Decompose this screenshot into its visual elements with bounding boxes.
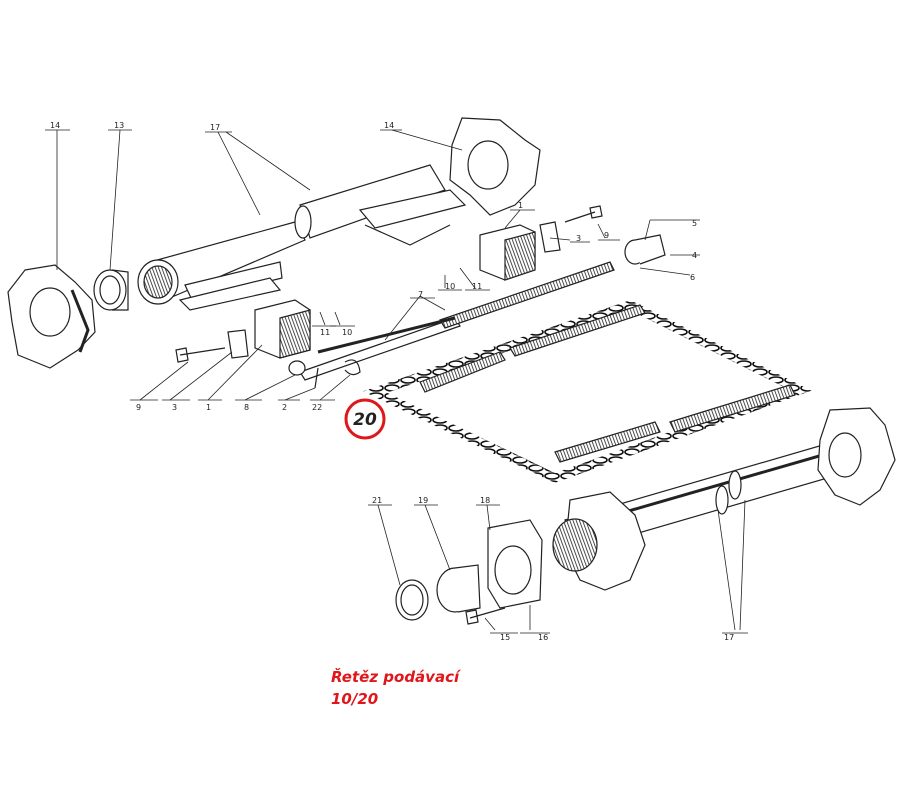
label-10a: 10: [445, 282, 455, 291]
bearing-ring-13: [93, 269, 129, 311]
label-3a: 3: [576, 234, 581, 243]
label-9b: 9: [136, 403, 141, 412]
label-7: 7: [418, 290, 423, 299]
star-wheel-lower-right: [817, 407, 896, 506]
label-19: 19: [418, 496, 428, 505]
seal-ring-21: [395, 579, 429, 621]
threaded-rod-7: [299, 261, 615, 381]
bolt-9-lower: [175, 347, 226, 363]
highlight-number: 20: [353, 410, 377, 430]
label-2: 2: [282, 403, 287, 412]
caption-title: Řetěz podávací: [331, 668, 460, 686]
nut-8: [288, 360, 306, 376]
label-18: 18: [480, 496, 490, 505]
label-15: 15: [500, 633, 510, 642]
label-17a: 17: [210, 123, 220, 132]
highlight-callout-20: 20: [344, 398, 386, 440]
bolt-9-upper: [564, 205, 603, 223]
feeder-chain-20: [363, 300, 812, 483]
label-4: 4: [692, 251, 697, 260]
label-14a: 14: [50, 121, 60, 130]
leader-lines: [45, 129, 748, 634]
flange-18: [487, 519, 543, 609]
star-wheel-lower-left: [552, 491, 646, 591]
label-21: 21: [372, 496, 382, 505]
star-wheel-left: [7, 264, 96, 369]
block-1-lower: [254, 299, 311, 359]
shaft-upper-left: [137, 221, 306, 311]
label-6: 6: [690, 273, 695, 282]
label-8: 8: [244, 403, 249, 412]
label-14b: 14: [384, 121, 394, 130]
tension-sleeve-4: [624, 234, 666, 265]
shaft-upper-right: [294, 164, 467, 246]
label-10b: 10: [342, 328, 352, 337]
label-22: 22: [312, 403, 322, 412]
clip-22: [344, 359, 361, 376]
label-9a: 9: [604, 231, 609, 240]
block-1-upper: [479, 224, 536, 281]
bracket-3-lower: [227, 329, 249, 359]
label-1a: 1: [518, 201, 523, 210]
label-3b: 3: [172, 403, 177, 412]
part-number-labels: 14 13 17 14 1 5 3 9 4 6 10 11 7 11 10 9 …: [50, 121, 734, 642]
label-5: 5: [692, 219, 697, 228]
caption-subtitle: 10/20: [331, 690, 379, 708]
label-1b: 1: [206, 403, 211, 412]
bearing-ring-19: [436, 564, 481, 613]
label-11a: 11: [472, 282, 482, 291]
label-11b: 11: [320, 328, 330, 337]
label-13: 13: [114, 121, 124, 130]
label-16: 16: [538, 633, 548, 642]
star-wheel-upper-right: [449, 117, 541, 216]
pin-2: [314, 367, 319, 389]
label-17b: 17: [724, 633, 734, 642]
bracket-3-upper: [539, 221, 561, 253]
bolt-15: [465, 607, 506, 625]
